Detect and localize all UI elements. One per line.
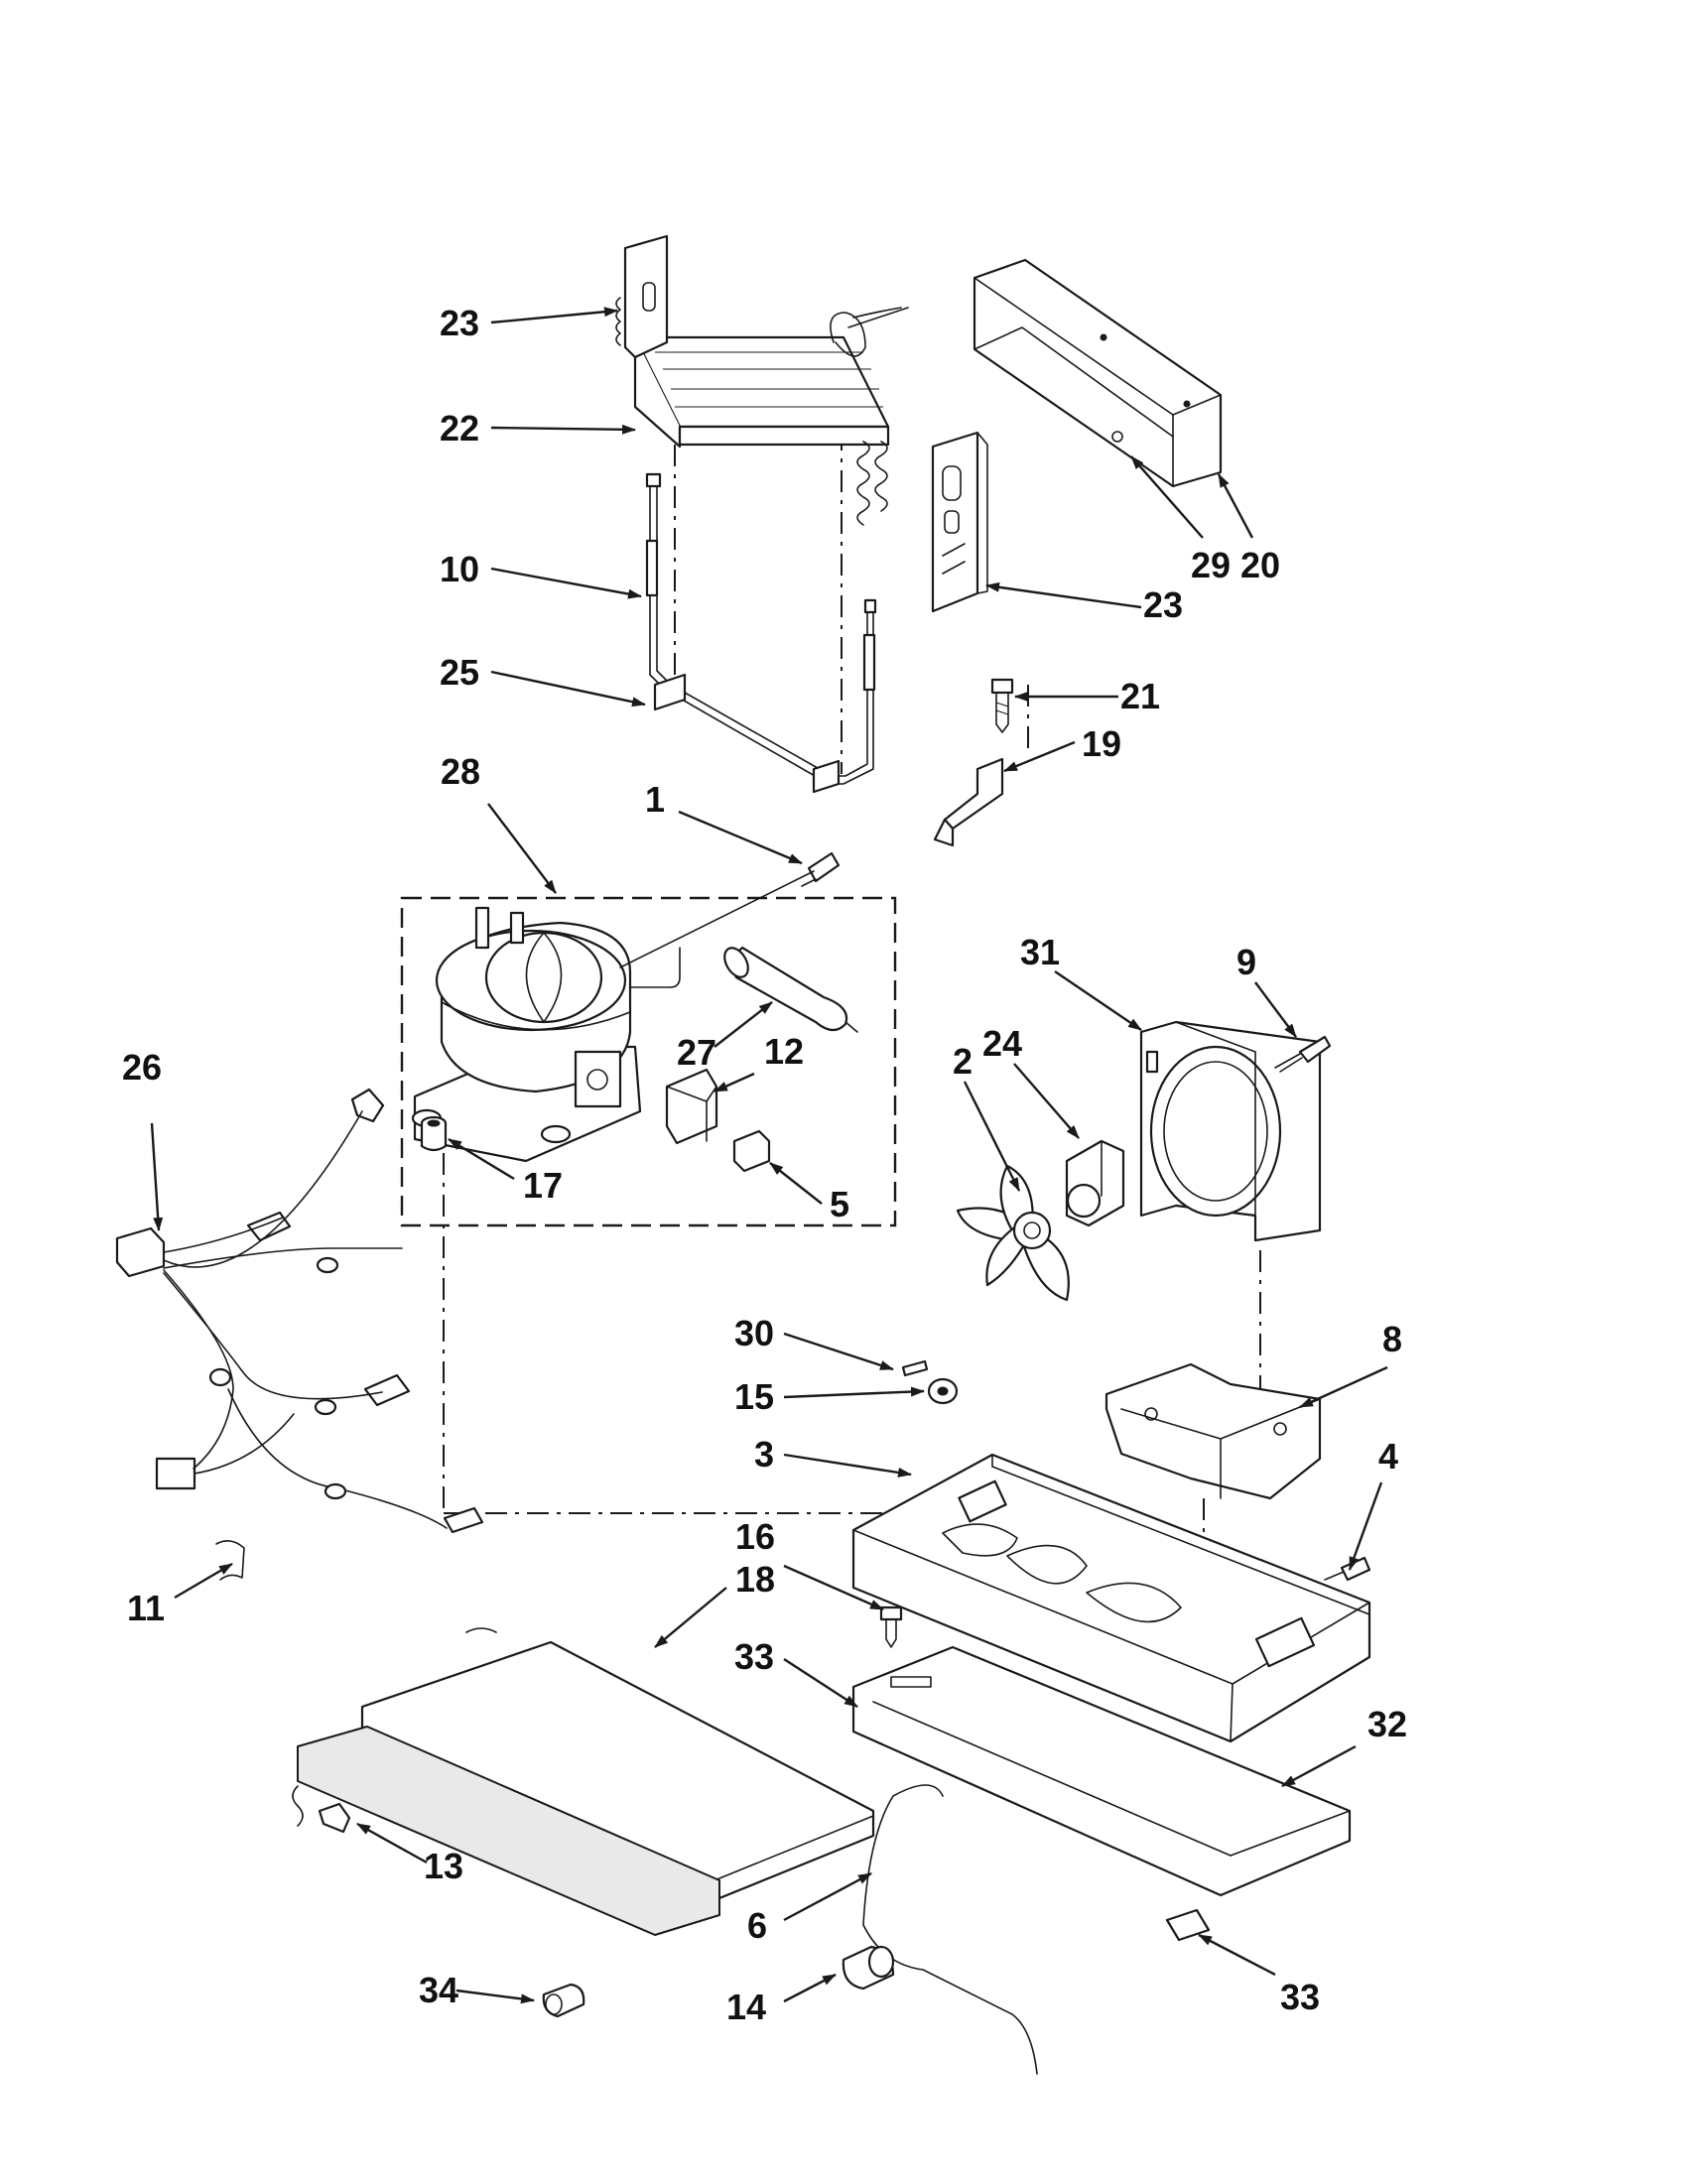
evaporator-bracket-right [931,431,988,613]
capacitor-14 [842,1945,895,1991]
callout-22: 22 [440,408,479,449]
callout-17: 17 [523,1165,563,1206]
callout-11: 11 [127,1588,165,1628]
callout-12: 12 [764,1031,804,1072]
callout-21: 21 [1120,676,1160,716]
screw-16 [879,1606,903,1648]
leader-lines [150,307,1388,2004]
screw-9 [1274,1035,1332,1073]
callout-4: 4 [1378,1436,1398,1477]
overload-cover [732,1129,771,1173]
callout-20: 20 [1240,545,1280,585]
callout-5: 5 [830,1184,849,1224]
condenser-fan-bracket-33b [1165,1908,1211,1942]
wire-clip-11 [215,1540,245,1581]
screw-4 [1324,1556,1371,1582]
callout-30: 30 [734,1313,774,1353]
evaporator-coil [633,307,909,526]
drier [723,946,858,1033]
callout-25: 25 [440,652,479,693]
spacer-30 [901,1359,929,1377]
callout-31: 31 [1020,932,1060,972]
callout-8: 8 [1382,1319,1402,1359]
machine-compartment-base [851,1453,1371,1743]
callout-1: 1 [645,779,665,820]
condenser-coil [292,1627,875,1936]
water-tube-6 [862,1784,1038,2075]
callout-10: 10 [440,549,479,589]
callout-14: 14 [726,1987,766,2027]
callout-34: 34 [419,1970,458,2010]
callout-24: 24 [982,1023,1022,1064]
callout-26: 26 [122,1047,162,1088]
callout-6: 6 [747,1905,767,1946]
screw-1 [801,851,841,887]
wire-harness [115,1088,484,1534]
defrost-heater [645,472,877,794]
callout-33-top: 33 [734,1636,774,1677]
tube-connector-34 [542,1983,585,2018]
defrost-thermostat-wire [645,539,876,692]
callout-3: 3 [754,1434,774,1475]
fan-blade [956,1164,1070,1302]
screw [990,678,1014,733]
callout-28: 28 [441,751,480,792]
compressor-mount [1104,1362,1322,1500]
callout-29: 29 [1191,545,1231,585]
evaporator-cover [973,258,1223,488]
callout-27: 27 [677,1032,716,1073]
callout-18: 18 [735,1559,775,1600]
callout-13: 13 [424,1846,463,1886]
callout-23-top: 23 [440,303,479,343]
drain-pan-32 [851,1645,1352,1897]
callout-9: 9 [1236,942,1256,982]
grommet [420,1115,448,1152]
callout-2: 2 [953,1041,973,1082]
condenser-clip-13 [318,1802,351,1834]
callout-32: 32 [1367,1704,1407,1744]
compressor-assembly-frame [400,896,897,1227]
evaporator-bracket-left [615,234,669,359]
compressor [411,906,681,1163]
callout-15: 15 [734,1376,774,1417]
callout-23-right: 23 [1143,584,1183,625]
callout-33-bottom: 33 [1280,1977,1320,2017]
callout-labels: 23 22 10 25 28 1 27 12 17 5 26 20 29 23 … [122,303,1407,2027]
relay [665,1068,718,1145]
callout-19: 19 [1082,723,1121,764]
wire-27 [619,870,815,968]
grommet-15 [927,1377,959,1405]
drain-clip [933,757,1004,847]
fan-motor [1065,1139,1125,1227]
callout-16: 16 [735,1516,775,1557]
condenser-fan-shroud [1139,1020,1322,1242]
